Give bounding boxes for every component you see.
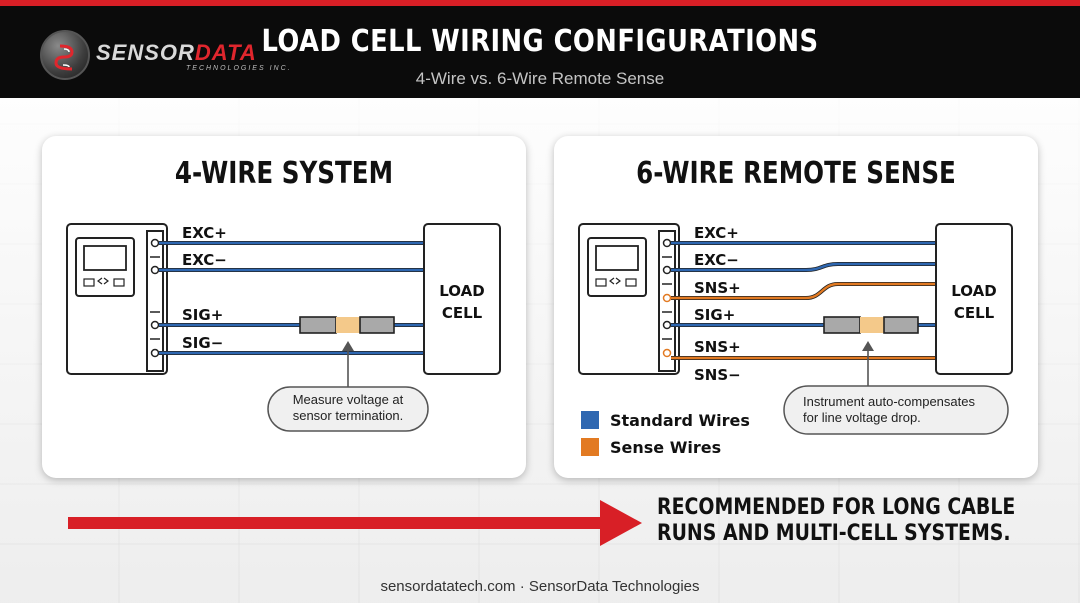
- callout-line2: sensor termination.: [293, 408, 404, 423]
- page-title: LOAD CELL WIRING CONFIGURATIONS: [261, 24, 819, 59]
- callout-line2: for line voltage drop.: [803, 410, 921, 425]
- brand-tagline: TECHNOLOGIES INC.: [186, 65, 292, 72]
- panel-title: 4-WIRE SYSTEM: [174, 156, 394, 191]
- footer-credit: sensordatatech.com · SensorData Technolo…: [380, 578, 700, 595]
- wire-label-exc-plus: EXC+: [694, 224, 739, 242]
- recommendation-text: RECOMMENDED FOR LONG CABLE RUNS AND MULT…: [657, 495, 1015, 547]
- recommendation-arrow-shaft: [68, 517, 608, 529]
- sense-wires: [671, 282, 936, 360]
- header-bar: SENSORDATA TECHNOLOGIES INC. LOAD CELL W…: [0, 6, 1080, 98]
- panel-title: 6-WIRE REMOTE SENSE: [636, 156, 956, 191]
- load-cell-label-line1: LOAD: [951, 282, 996, 300]
- terminal-block: [150, 238, 160, 358]
- wire-label-sns-minus: SNS−: [694, 366, 741, 384]
- load-cell-label-line2: CELL: [954, 304, 995, 322]
- legend: Standard Wires Sense Wires: [581, 411, 750, 457]
- legend-swatch-sense: [581, 438, 599, 456]
- wire-label-sig-minus: SIG−: [182, 334, 223, 352]
- legend-label-sense: Sense Wires: [610, 438, 721, 457]
- cable-splice-icon: [299, 316, 395, 334]
- cable-splice-icon: [823, 316, 919, 334]
- wire-label-sig-plus: SIG+: [182, 306, 223, 324]
- wire-label-sns-plus: SNS+: [694, 279, 741, 297]
- terminal-block: [662, 238, 672, 358]
- page-subtitle: 4-Wire vs. 6-Wire Remote Sense: [415, 69, 665, 88]
- legend-label-standard: Standard Wires: [610, 411, 750, 430]
- wire-label-exc-plus: EXC+: [182, 224, 227, 242]
- callout-line1: Instrument auto-compensates: [803, 394, 975, 409]
- indicator-device-icon: [66, 223, 168, 375]
- load-cell-label-line2: CELL: [442, 304, 483, 322]
- four-wire-panel: 4-WIRE SYSTEM: [42, 136, 526, 478]
- brand-logo: SENSORDATA: [96, 40, 257, 65]
- callout-line1: Measure voltage at: [293, 392, 404, 407]
- wire-label-sig-plus: SIG+: [694, 306, 735, 324]
- six-wire-panel: 6-WIRE REMOTE SENSE: [554, 136, 1038, 478]
- recommendation-line1: RECOMMENDED FOR LONG CABLE: [657, 495, 1016, 520]
- wire-label-exc-minus: EXC−: [694, 251, 739, 269]
- logo-emblem-icon: [40, 30, 90, 80]
- arrow-right-icon: [600, 500, 642, 546]
- recommendation-line2: RUNS AND MULTI-CELL SYSTEMS.: [657, 521, 1011, 546]
- wire-label-sns-plus-2: SNS+: [694, 338, 741, 356]
- callout-bubble: Instrument auto-compensates for line vol…: [783, 341, 1009, 435]
- legend-swatch-standard: [581, 411, 599, 429]
- wire-label-exc-minus: EXC−: [182, 251, 227, 269]
- callout-bubble: Measure voltage at sensor termination.: [267, 341, 429, 432]
- load-cell-box: LOAD CELL: [423, 223, 501, 375]
- load-cell-box: LOAD CELL: [935, 223, 1013, 375]
- top-accent-stripe: [0, 0, 1080, 6]
- load-cell-label-line1: LOAD: [439, 282, 484, 300]
